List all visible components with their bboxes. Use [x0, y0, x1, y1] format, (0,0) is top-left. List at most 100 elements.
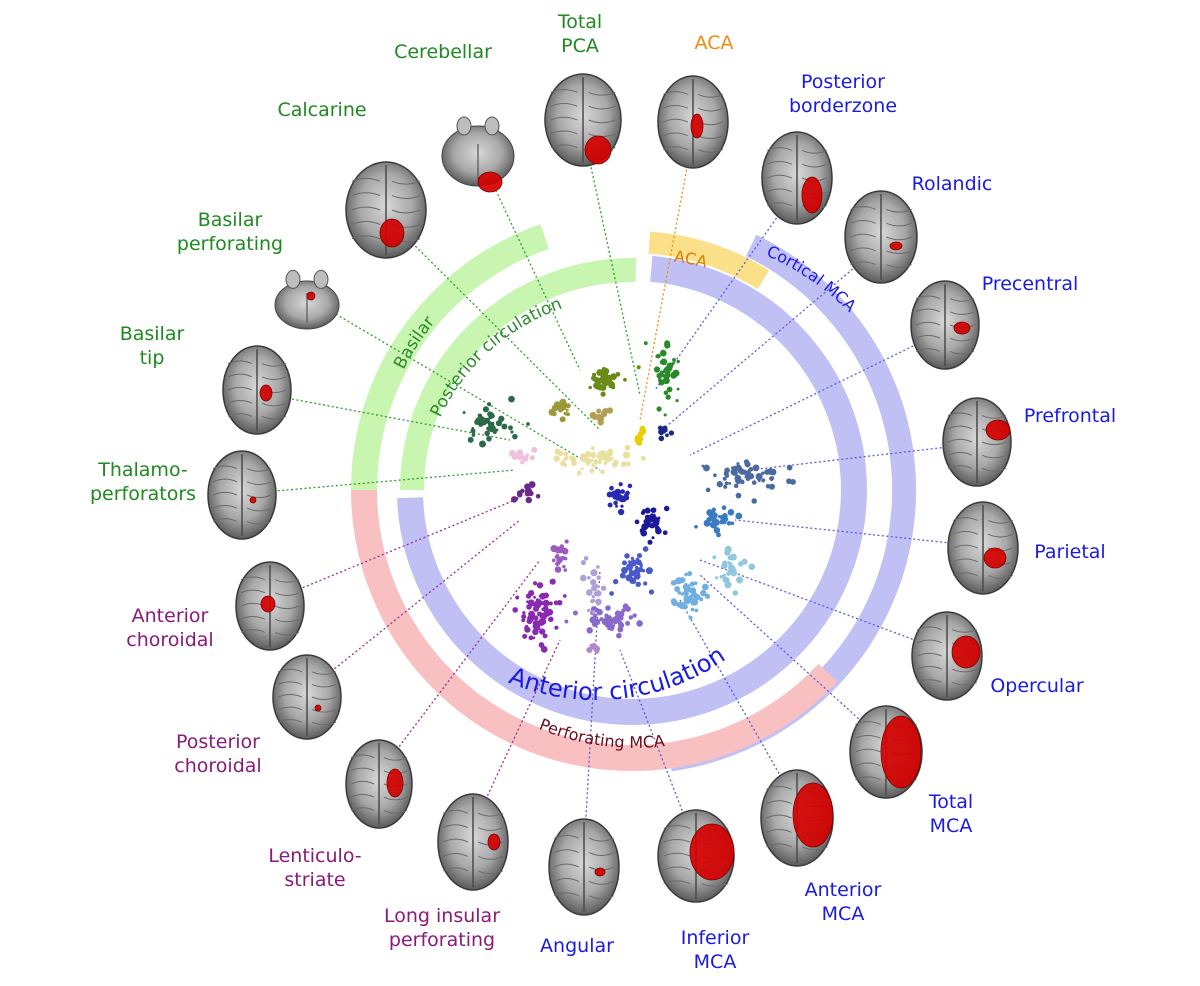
data-point	[641, 569, 646, 573]
data-point	[647, 539, 653, 545]
data-point	[621, 560, 628, 566]
data-point	[688, 615, 693, 620]
data-point	[636, 620, 643, 627]
data-point	[526, 600, 529, 604]
data-point	[680, 592, 684, 596]
lesion-mark	[379, 218, 405, 248]
data-point	[487, 428, 492, 432]
data-point	[508, 395, 515, 403]
brain-slice-icon	[274, 269, 340, 330]
data-point	[538, 642, 545, 648]
data-point	[701, 464, 705, 468]
data-point	[580, 467, 584, 471]
data-point	[555, 553, 559, 558]
data-point	[713, 519, 720, 526]
data-point	[593, 460, 598, 465]
data-point	[731, 565, 736, 571]
brain-slice-icon	[548, 818, 620, 916]
data-point	[632, 613, 637, 618]
data-point	[663, 413, 667, 417]
data-point	[769, 476, 774, 481]
data-point	[592, 453, 596, 457]
connector-long-insular	[486, 639, 561, 796]
data-point	[654, 366, 660, 372]
lesion-mark	[259, 384, 273, 402]
data-point	[628, 615, 633, 620]
brain-slice-icon	[235, 561, 305, 651]
brain-slice-icon	[761, 131, 833, 225]
data-point	[621, 566, 628, 574]
label-total-mca: Total MCA	[928, 791, 974, 837]
data-point	[713, 527, 721, 534]
data-point	[493, 429, 497, 433]
data-point	[660, 349, 665, 354]
data-point	[600, 391, 606, 397]
data-point	[614, 488, 622, 496]
data-point	[637, 559, 642, 564]
data-point	[664, 372, 671, 379]
data-point	[769, 468, 777, 476]
data-point	[630, 559, 637, 567]
data-point	[650, 507, 657, 514]
point-cluster	[509, 446, 538, 465]
data-point	[625, 620, 631, 626]
data-point	[470, 428, 476, 434]
data-point	[569, 455, 574, 460]
data-point	[481, 419, 487, 426]
connector-posterior-borderzone	[654, 217, 778, 391]
data-point	[586, 627, 593, 634]
point-cluster	[580, 555, 607, 615]
data-point	[721, 562, 728, 569]
data-point	[551, 558, 556, 563]
data-point	[613, 500, 618, 506]
data-point	[645, 516, 649, 520]
data-point	[498, 415, 505, 422]
label-anterior-mca: Anterior MCA	[804, 879, 882, 925]
data-point	[736, 462, 740, 466]
data-point	[557, 404, 565, 412]
point-cluster	[670, 571, 711, 620]
data-point	[467, 436, 474, 443]
brain-slice-icon	[544, 73, 622, 167]
data-point	[642, 546, 649, 552]
data-point	[554, 625, 559, 630]
data-point	[733, 483, 739, 489]
data-point	[701, 583, 709, 591]
lesion-mark	[889, 241, 903, 251]
data-point	[630, 556, 635, 561]
connector-angular	[585, 569, 601, 817]
data-point	[563, 458, 566, 462]
data-point	[621, 461, 627, 468]
data-point	[580, 574, 587, 582]
data-point	[559, 416, 566, 423]
data-point	[771, 484, 775, 488]
data-point	[744, 475, 748, 479]
data-point	[549, 578, 556, 585]
data-point	[526, 618, 533, 625]
point-cluster	[550, 539, 569, 573]
brain-slice-icon	[849, 705, 923, 799]
data-point	[594, 649, 600, 654]
point-cluster	[548, 398, 571, 423]
data-point	[619, 612, 625, 618]
brain-slice-icon	[760, 769, 834, 867]
data-point	[649, 515, 654, 520]
band-label-cortical-mca: Cortical MCA	[764, 241, 860, 315]
data-point	[487, 422, 492, 426]
label-aca: ACA	[694, 32, 734, 54]
label-angular: Angular	[540, 935, 614, 957]
data-point	[687, 571, 693, 577]
brain-slice-icon	[657, 75, 729, 169]
data-point	[536, 582, 544, 589]
data-point	[615, 371, 621, 377]
data-point	[672, 357, 676, 362]
data-point	[591, 610, 596, 615]
lesion-mark	[985, 419, 1011, 441]
point-cluster	[462, 395, 530, 448]
data-point	[580, 560, 586, 566]
lesion-mark	[983, 547, 1007, 569]
data-point	[562, 548, 569, 555]
data-point	[722, 517, 727, 522]
data-point	[589, 452, 593, 456]
data-point	[607, 502, 613, 508]
